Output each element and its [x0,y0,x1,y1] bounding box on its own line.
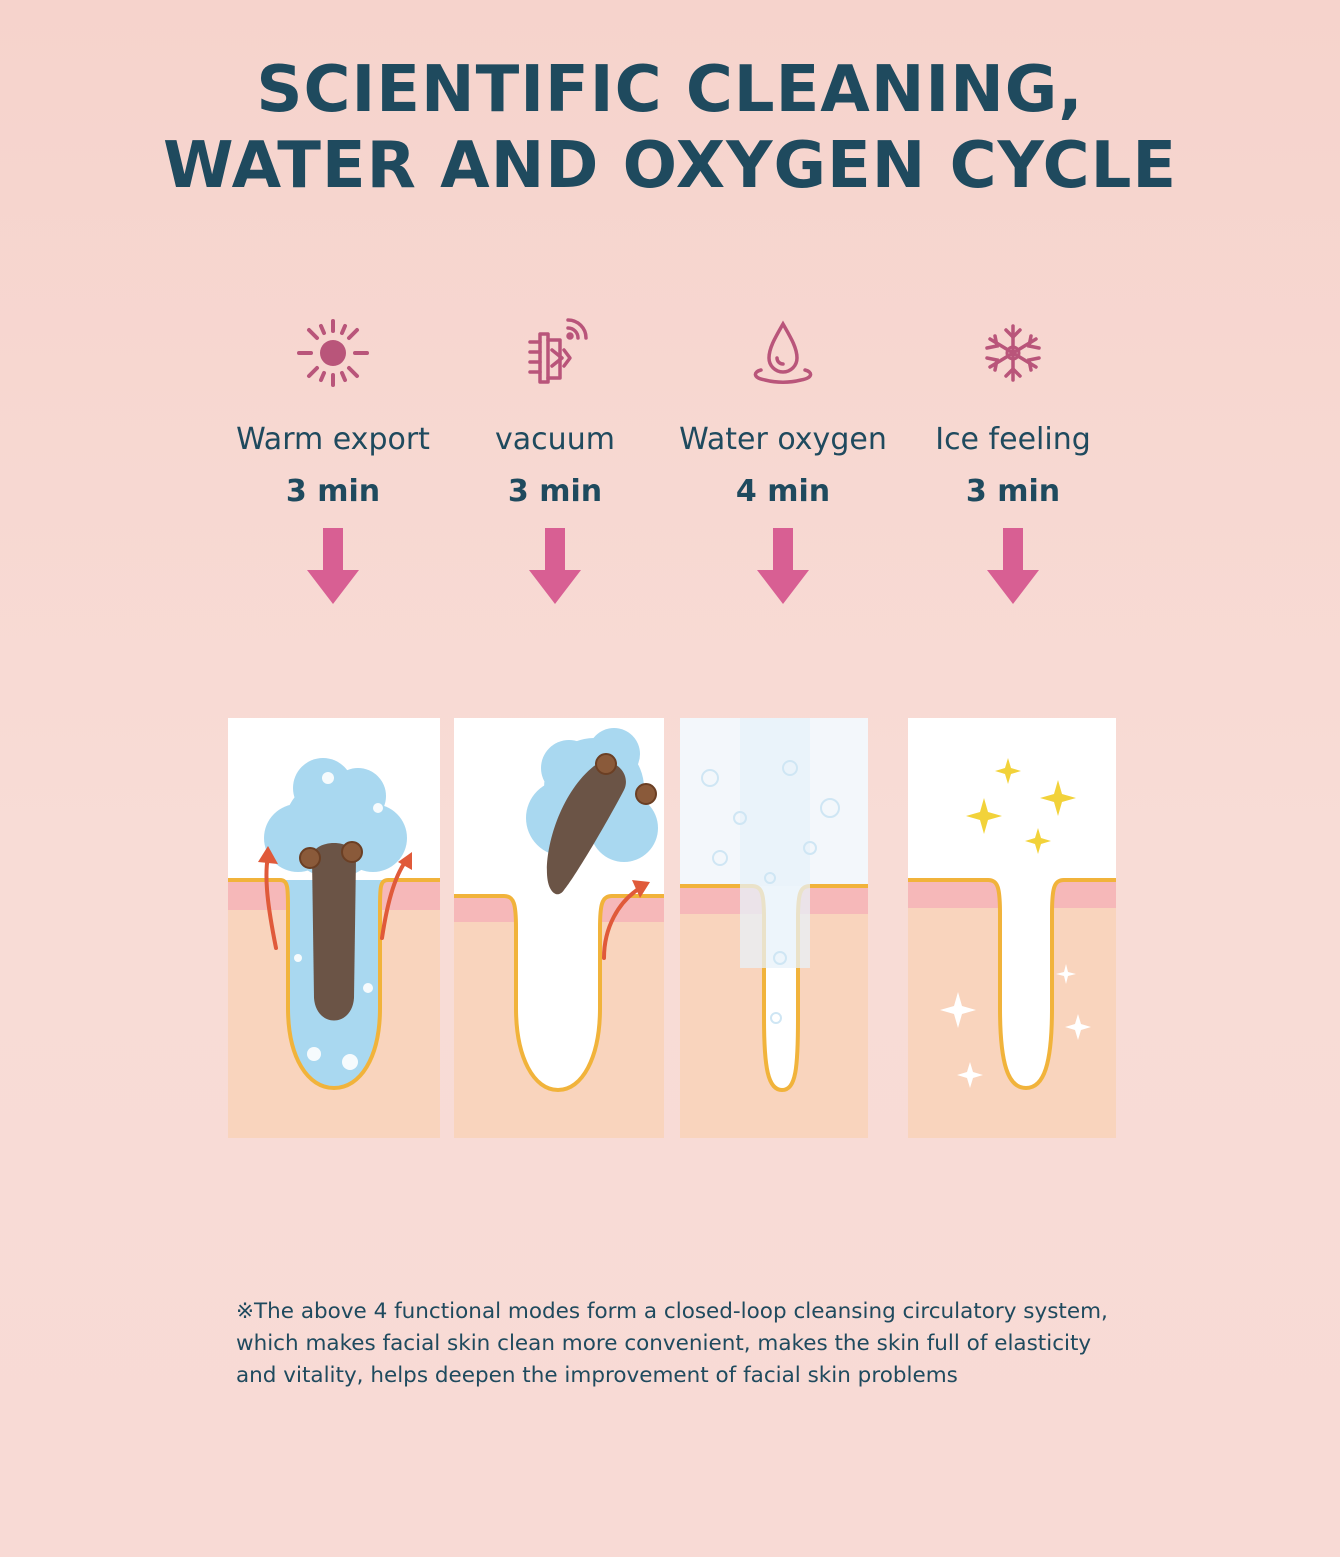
pore-warm-export-illustration [228,718,440,1138]
mode-duration-water-oxygen: 4 min [735,474,831,509]
page-title-line-1: SCIENTIFIC CLEANING, [256,53,1084,127]
mode-name-ice-feeling: Ice feeling [935,422,1091,457]
mode-name-water-oxygen: Water oxygen [679,422,887,457]
pore-water-oxygen-illustration [680,718,868,1138]
arrow-down-icon [668,528,898,608]
mode-duration-vacuum: 3 min [507,474,603,509]
footnote-text: ※The above 4 functional modes form a clo… [236,1299,1108,1388]
page-title-line-2: WATER AND OXYGEN CYCLE [162,129,1178,203]
vacuum-suction-icon [440,318,670,388]
pore-vacuum-illustration [454,718,664,1138]
sun-icon [218,318,448,388]
arrow-down-icon [898,528,1128,608]
water-drop-icon [668,318,898,388]
snowflake-icon [898,318,1128,388]
mode-name-vacuum: vacuum [495,422,615,457]
mode-name-warm-export: Warm export [236,422,430,457]
arrow-down-icon [440,528,670,608]
mode-duration-warm-export: 3 min [285,474,381,509]
mode-duration-ice-feeling: 3 min [965,474,1061,509]
pore-ice-feeling-illustration [908,718,1116,1138]
arrow-down-icon [218,528,448,608]
